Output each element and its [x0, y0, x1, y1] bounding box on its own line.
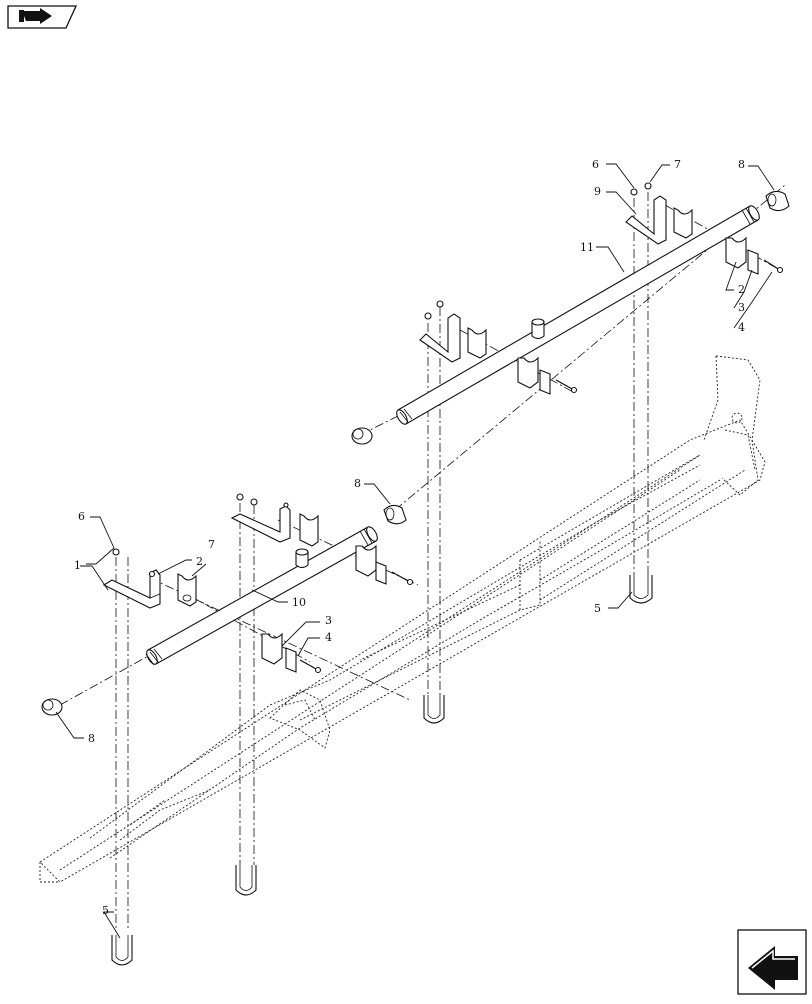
boom-frame-outline	[39, 355, 766, 883]
callout-7: 7	[674, 158, 681, 171]
bracket-assembly-d	[625, 182, 784, 275]
bracket-assembly-b	[230, 493, 414, 586]
bracket-assembly-a	[102, 548, 322, 674]
end-cap-parts	[41, 190, 790, 716]
callout-10: 10	[292, 596, 306, 609]
bracket-assembly-c	[419, 300, 578, 395]
callout-9: 9	[594, 185, 601, 198]
callout-1: 1	[74, 559, 81, 572]
tube-10	[145, 526, 378, 666]
callout-6: 6	[78, 510, 85, 523]
callout-3: 3	[325, 614, 332, 627]
callout-4: 4	[325, 631, 332, 644]
callout-6: 6	[592, 158, 599, 171]
callout-labels: 1 2 3 4 5 6 7 8 8 10 6 7 8 9 11 2 3 4 5	[74, 158, 745, 917]
callout-2: 2	[738, 283, 745, 296]
tube-11	[396, 205, 760, 425]
callout-5: 5	[102, 904, 109, 917]
previous-page-arrow-icon[interactable]	[7, 5, 78, 29]
callout-5: 5	[594, 602, 601, 615]
assembly-centerlines	[59, 184, 786, 930]
callout-2: 2	[196, 555, 203, 568]
next-page-arrow-icon[interactable]	[737, 929, 807, 995]
callout-8: 8	[354, 477, 361, 490]
callout-8: 8	[88, 732, 95, 745]
callout-3: 3	[738, 301, 745, 314]
u-bolt-parts	[111, 575, 653, 966]
callout-8: 8	[738, 158, 745, 171]
callout-7: 7	[208, 538, 215, 551]
callout-11: 11	[580, 241, 594, 254]
callout-4: 4	[738, 321, 745, 334]
leader-lines	[55, 163, 775, 939]
